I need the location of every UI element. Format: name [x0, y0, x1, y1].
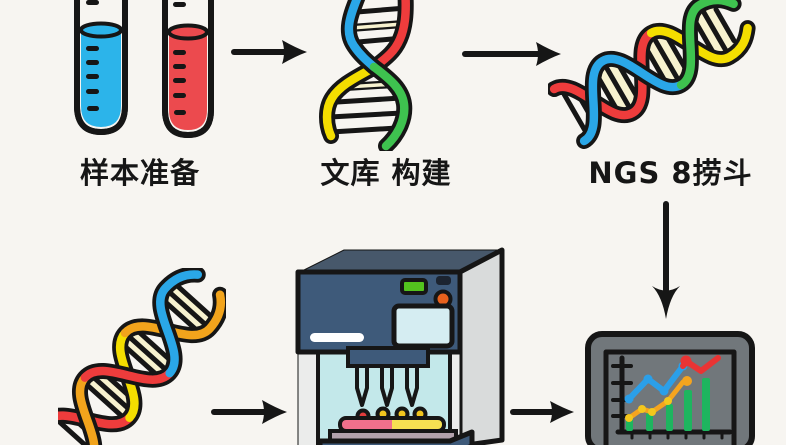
machine-display-screen [391, 303, 455, 349]
test-tube-blue-icon [74, 0, 128, 135]
arrow-down-icon [652, 201, 680, 319]
dispenser-head [346, 346, 430, 368]
dna-helix-vertical-icon [319, 0, 414, 151]
step3-label: NGS 8捞斗 [588, 156, 753, 190]
monitor-chart-icon [585, 331, 755, 445]
screen-chart [611, 355, 733, 440]
arrow-right-icon [211, 400, 287, 424]
arrow-right-icon [231, 40, 307, 64]
helix-rungs [561, 5, 737, 132]
panel-highlight [310, 333, 364, 342]
dna-helix-horizontal-icon [548, 0, 756, 149]
step1-label: 样本准备 [79, 156, 200, 190]
black-indicator [436, 276, 451, 285]
tube-graduation-marks [86, 0, 99, 111]
green-bars [626, 378, 710, 431]
tube-graduation-marks [173, 2, 186, 115]
helix-rungs [58, 283, 214, 445]
arrow-right-icon [510, 401, 574, 423]
test-tube-red-icon [162, 0, 214, 138]
step2-label: 文库 构建 [320, 156, 452, 190]
sample-tray [317, 406, 475, 445]
dna-helix-diagonal-icon [58, 268, 226, 445]
monitor-screen [603, 349, 737, 445]
green-led-indicator [400, 278, 428, 295]
pipette-nozzles [355, 364, 419, 407]
machine-side-face [459, 249, 503, 445]
arrow-right-icon [462, 42, 561, 66]
blue-line [626, 363, 686, 402]
sequencer-machine-icon [295, 247, 505, 445]
